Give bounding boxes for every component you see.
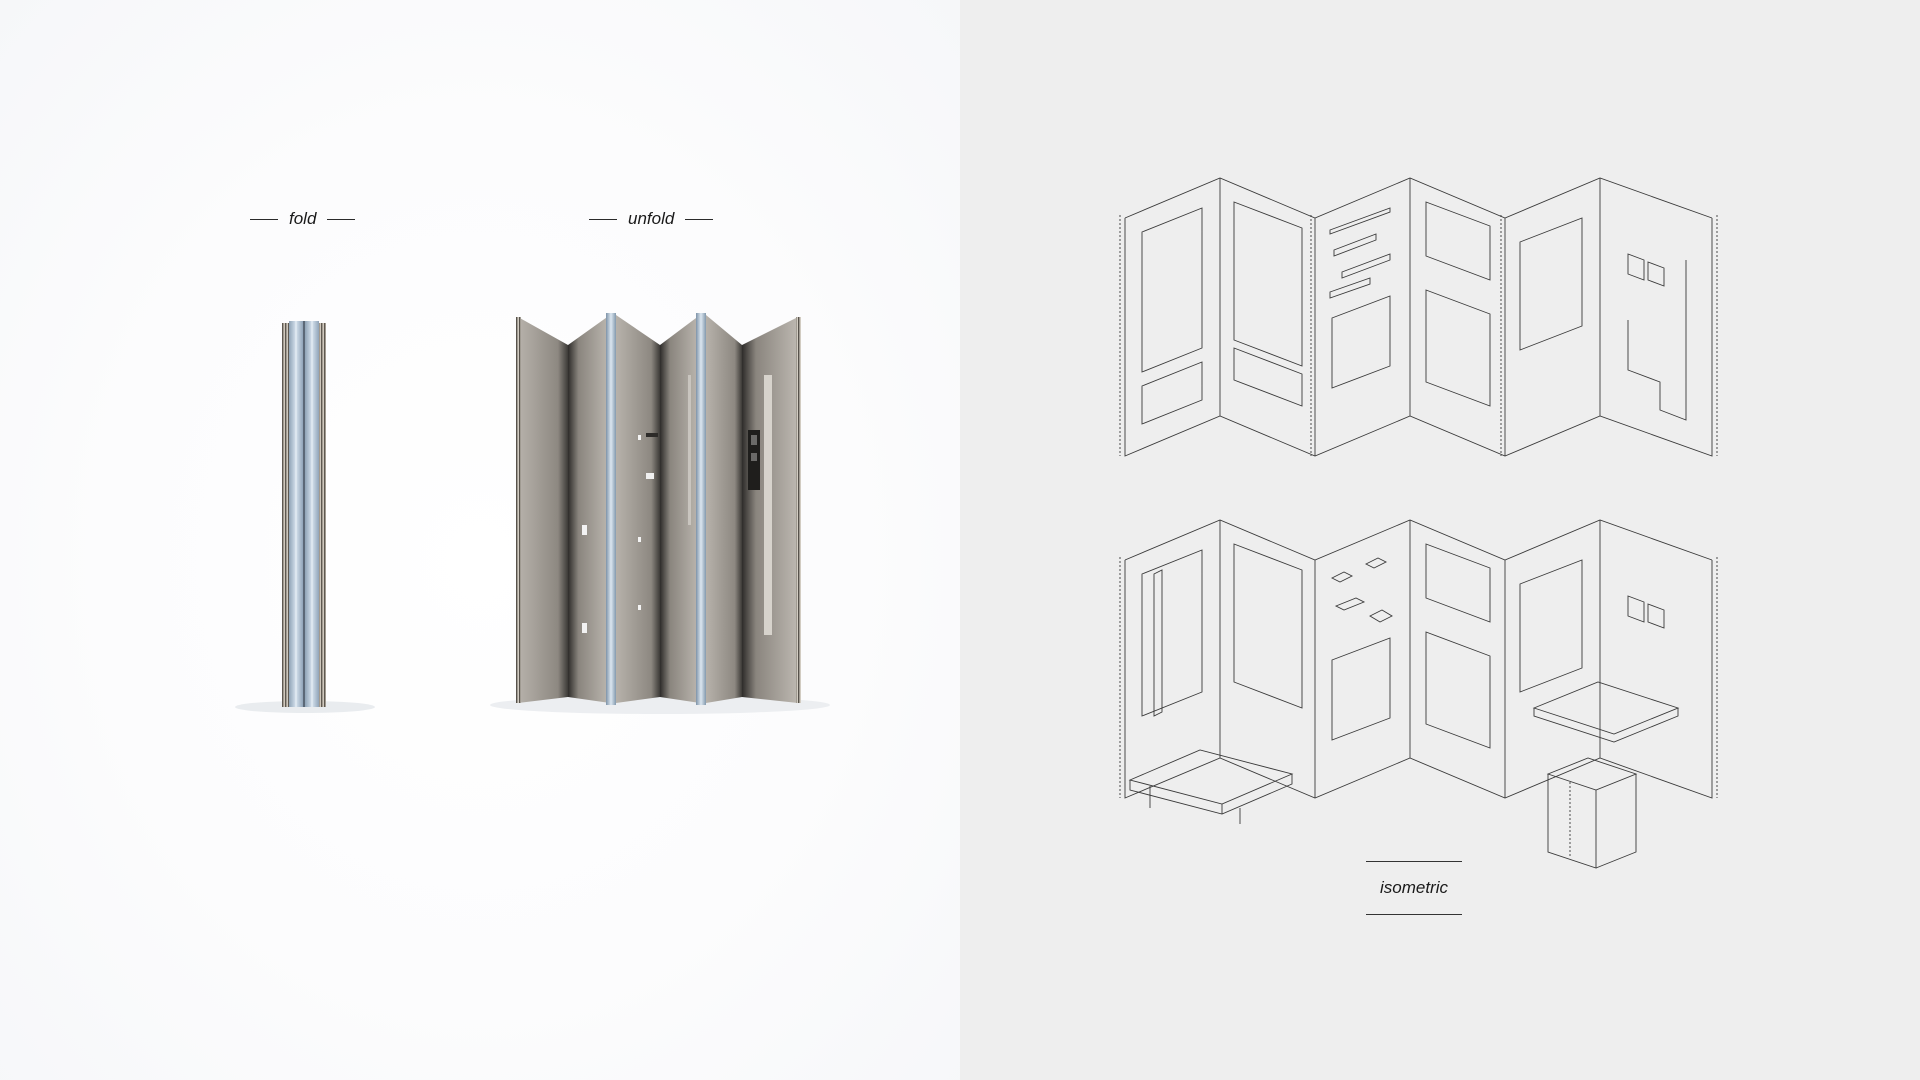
unfold-caption: unfold [589, 209, 714, 229]
isometric-drawing [1119, 177, 1718, 869]
unfold-label: unfold [628, 209, 675, 228]
drawing-panel [960, 0, 1920, 1080]
fold-label: fold [289, 209, 317, 228]
folded-model-image [235, 321, 375, 713]
isometric-label: isometric [1379, 878, 1448, 897]
fold-caption: fold [250, 209, 356, 229]
caption-dash-left [250, 218, 278, 220]
caption-dash-left [589, 218, 617, 220]
photo-panel [0, 0, 960, 1080]
isometric-caption: isometric [1366, 861, 1462, 915]
unfolded-model-image [490, 313, 830, 714]
caption-dash-right [685, 218, 714, 220]
caption-dash-right [327, 218, 356, 220]
